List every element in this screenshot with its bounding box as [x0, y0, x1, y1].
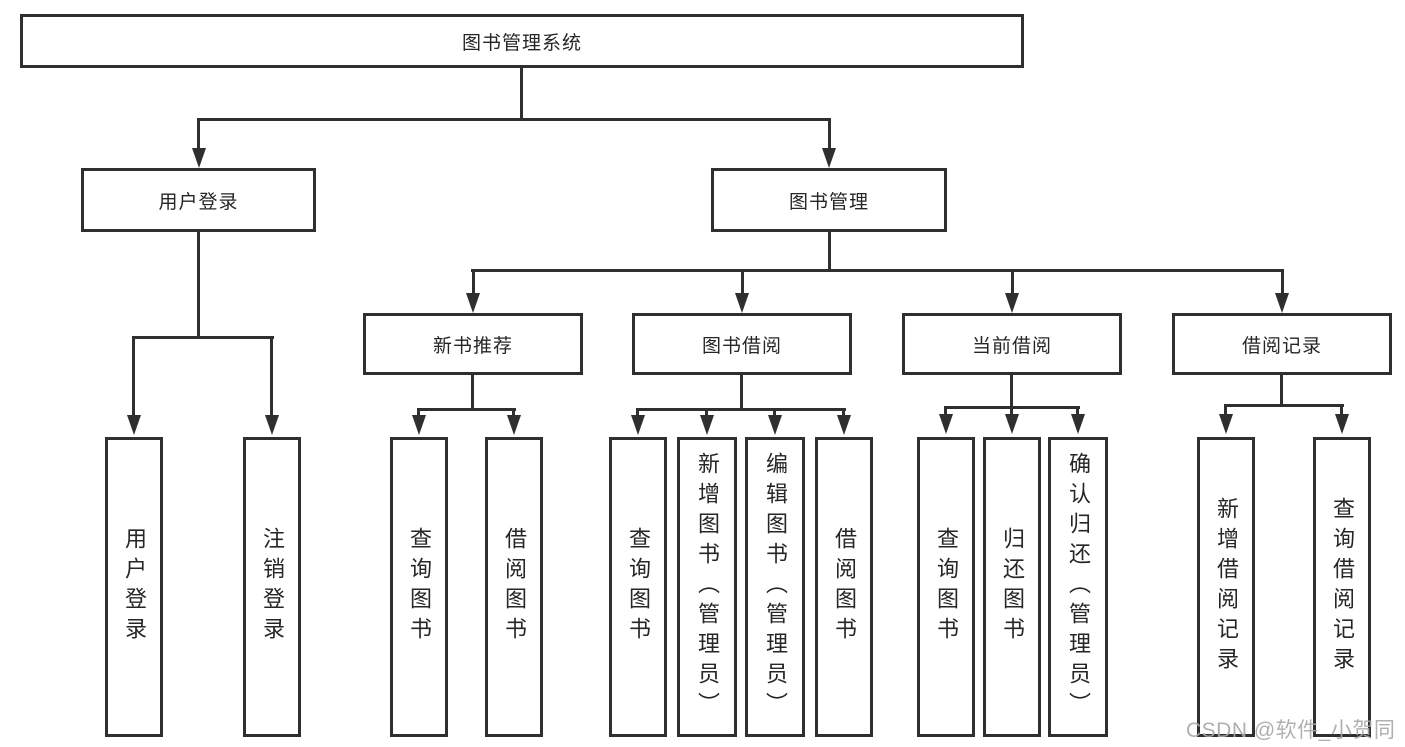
arrow-down-icon: [127, 415, 141, 435]
connector-line: [773, 408, 776, 417]
connector-line: [944, 406, 947, 416]
node-book-management: 图书管理: [711, 168, 947, 232]
leaf-label: 查询图书: [626, 527, 651, 647]
leaf-label: 新增借阅记录: [1214, 497, 1239, 677]
leaf-logout: 注销登录: [243, 437, 301, 737]
connector-line: [828, 232, 831, 272]
arrow-down-icon: [735, 293, 749, 313]
connector-line: [636, 408, 846, 411]
arrow-down-icon: [1335, 414, 1349, 434]
leaf-query-borrow-record: 查询借阅记录: [1313, 437, 1371, 737]
leaf-label: 归还图书: [1000, 527, 1025, 647]
connector-line: [1224, 404, 1227, 416]
connector-line: [828, 118, 831, 152]
node-label: 当前借阅: [971, 335, 1052, 357]
arrow-down-icon: [1219, 414, 1233, 434]
connector-line: [132, 336, 274, 339]
node-user-login: 用户登录: [81, 168, 316, 232]
arrow-down-icon: [507, 415, 521, 435]
node-library-management-system: 图书管理系统: [20, 14, 1024, 68]
leaf-add-books-admin: 新增图书（管理员）: [677, 437, 737, 737]
connector-line: [417, 408, 420, 417]
connector-line: [520, 68, 523, 120]
leaf-label: 新增图书（管理员）: [695, 452, 720, 722]
node-book-borrowing: 图书借阅: [632, 313, 852, 375]
leaf-user-login: 用户登录: [105, 437, 163, 737]
leaf-add-borrow-record: 新增借阅记录: [1197, 437, 1255, 737]
arrow-down-icon: [412, 415, 426, 435]
leaf-borrow-books: 借阅图书: [815, 437, 873, 737]
arrow-down-icon: [1005, 414, 1019, 434]
connector-line: [1281, 269, 1284, 297]
node-label: 图书管理系统: [461, 32, 582, 54]
arrow-down-icon: [1275, 293, 1289, 313]
node-label: 借阅记录: [1241, 335, 1322, 357]
node-label: 图书借阅: [701, 335, 782, 357]
connector-line: [471, 269, 1284, 272]
arrow-down-icon: [700, 415, 714, 435]
leaf-label: 借阅图书: [832, 527, 857, 647]
connector-line: [132, 336, 135, 416]
arrow-down-icon: [939, 414, 953, 434]
arrow-down-icon: [466, 293, 480, 313]
node-label: 用户登录: [158, 191, 239, 213]
leaf-return-books: 归还图书: [983, 437, 1041, 737]
connector-line: [472, 269, 475, 297]
connector-line: [1010, 406, 1013, 416]
node-borrowing-records: 借阅记录: [1172, 313, 1392, 375]
leaf-query-books-recommend: 查询图书: [390, 437, 448, 737]
connector-line: [1280, 375, 1283, 407]
connector-line: [197, 118, 831, 121]
connector-line: [512, 408, 515, 417]
leaf-label: 注销登录: [260, 527, 285, 647]
node-current-borrowing: 当前借阅: [902, 313, 1122, 375]
connector-line: [270, 336, 273, 416]
arrow-down-icon: [768, 415, 782, 435]
leaf-label: 用户登录: [122, 527, 147, 647]
connector-line: [741, 269, 744, 297]
leaf-label: 确认归还（管理员）: [1066, 452, 1091, 722]
connector-line: [740, 375, 743, 411]
connector-line: [471, 375, 474, 411]
leaf-query-books-current: 查询图书: [917, 437, 975, 737]
connector-line: [417, 408, 516, 411]
connector-line: [197, 232, 200, 339]
connector-line: [1340, 404, 1343, 416]
leaf-borrow-books-recommend: 借阅图书: [485, 437, 543, 737]
watermark: CSDN @软件_小贺同学: [1186, 719, 1396, 742]
arrow-down-icon: [822, 148, 836, 168]
arrow-down-icon: [192, 148, 206, 168]
arrow-down-icon: [265, 415, 279, 435]
leaf-label: 查询借阅记录: [1330, 497, 1355, 677]
connector-line: [1011, 269, 1014, 297]
connector-line: [636, 408, 639, 417]
connector-line: [1224, 404, 1344, 407]
leaf-label: 借阅图书: [502, 527, 527, 647]
node-label: 新书推荐: [432, 335, 513, 357]
leaf-edit-books-admin: 编辑图书（管理员）: [745, 437, 805, 737]
arrow-down-icon: [1005, 293, 1019, 313]
node-label: 图书管理: [788, 191, 869, 213]
connector-line: [842, 408, 845, 417]
leaf-label: 查询图书: [407, 527, 432, 647]
arrow-down-icon: [631, 415, 645, 435]
connector-line: [1076, 406, 1079, 416]
arrow-down-icon: [837, 415, 851, 435]
connector-line: [1010, 375, 1013, 409]
leaf-label: 编辑图书（管理员）: [763, 452, 788, 722]
leaf-query-books-borrowing: 查询图书: [609, 437, 667, 737]
connector-line: [197, 118, 200, 152]
arrow-down-icon: [1071, 414, 1085, 434]
leaf-label: 查询图书: [934, 527, 959, 647]
node-new-book-recommendation: 新书推荐: [363, 313, 583, 375]
leaf-confirm-return-admin: 确认归还（管理员）: [1048, 437, 1108, 737]
connector-line: [705, 408, 708, 417]
